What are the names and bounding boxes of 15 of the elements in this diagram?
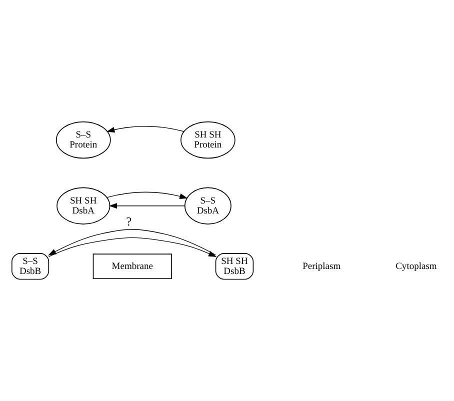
node-ellipse: SH SH Protein	[180, 121, 236, 159]
arrow	[48, 229, 216, 256]
node-box: Membrane	[92, 254, 172, 279]
node-ellipse: SH SH DsbA	[56, 187, 110, 224]
label: Periplasm	[302, 262, 341, 272]
node-ellipse: S–S DsbA	[184, 187, 232, 224]
node-box: S–S DsbB	[12, 253, 50, 280]
label: Cytoplasm	[396, 262, 437, 272]
arrow	[108, 203, 186, 209]
node-box: SH SH DsbB	[215, 253, 254, 280]
arrow	[106, 192, 188, 200]
node-ellipse: S–S Protein	[56, 121, 111, 159]
arrow	[106, 126, 184, 133]
edge-label: ?	[126, 214, 132, 229]
arrow	[48, 237, 217, 258]
